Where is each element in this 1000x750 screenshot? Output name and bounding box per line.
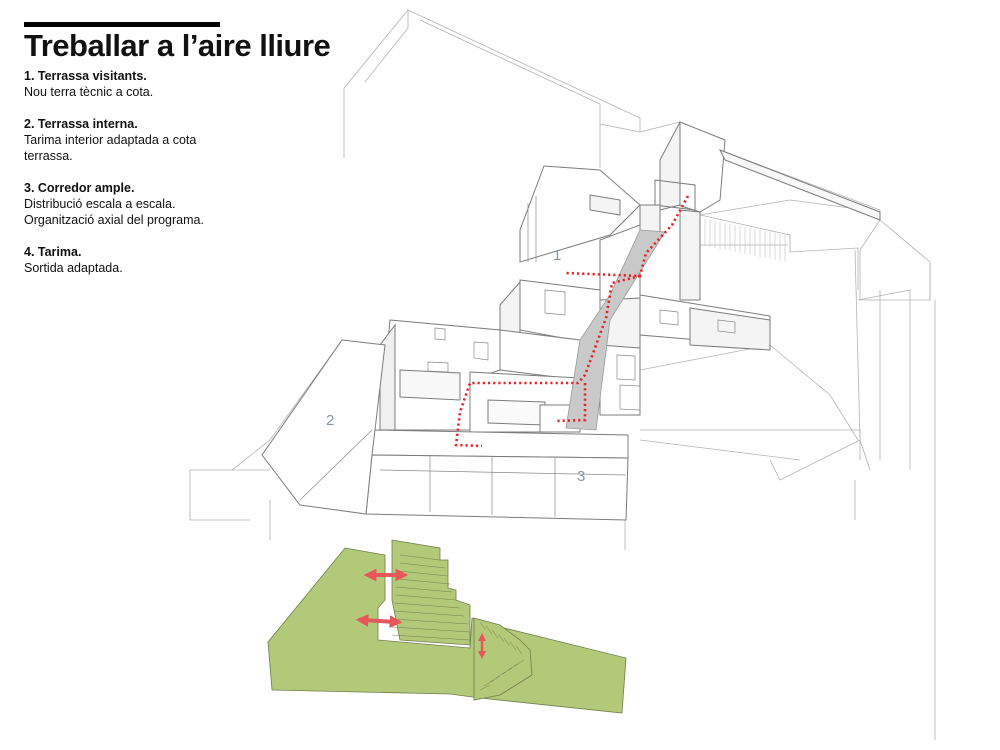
corridor-ramp	[565, 229, 666, 431]
tarima-platform	[267, 539, 627, 714]
accessible-route	[454, 195, 690, 448]
legend: 1. Terrassa visitants. Nou terra tècnic …	[24, 68, 234, 292]
zone-label-3: 3	[577, 468, 585, 485]
legend-item-terrassa-interna: 2. Terrassa interna. Tarima interior ada…	[24, 116, 234, 164]
title-rule	[24, 22, 220, 27]
legend-description: Sortida adaptada.	[24, 261, 123, 275]
legend-item-tarima: 4. Tarima. Sortida adaptada.	[24, 244, 234, 276]
legend-description: Distribució escala a escala.	[24, 197, 176, 211]
zone-label-1: 1	[553, 247, 561, 264]
interior-details	[299, 196, 736, 517]
legend-description: Tarima interior adaptada a cota	[24, 133, 197, 147]
building-walls	[261, 121, 881, 521]
exit-arrows	[355, 568, 487, 660]
legend-heading: 1. Terrassa visitants.	[24, 69, 147, 83]
legend-item-terrassa-visitants: 1. Terrassa visitants. Nou terra tècnic …	[24, 68, 234, 100]
legend-item-corredor-ample: 3. Corredor ample. Distribució escala a …	[24, 180, 234, 228]
legend-heading: 4. Tarima.	[24, 245, 82, 259]
legend-heading: 2. Terrassa interna.	[24, 117, 138, 131]
zone-label-2: 2	[326, 412, 334, 429]
page-title: Treballar a l’aire lliure	[24, 28, 331, 63]
accessible-route-branch	[554, 383, 587, 423]
exit-arrow-icon	[355, 613, 403, 629]
legend-heading: 3. Corredor ample.	[24, 181, 135, 195]
legend-description: terrassa.	[24, 149, 73, 163]
legend-description: Organització axial del programa.	[24, 213, 204, 227]
legend-description: Nou terra tècnic a cota.	[24, 85, 154, 99]
